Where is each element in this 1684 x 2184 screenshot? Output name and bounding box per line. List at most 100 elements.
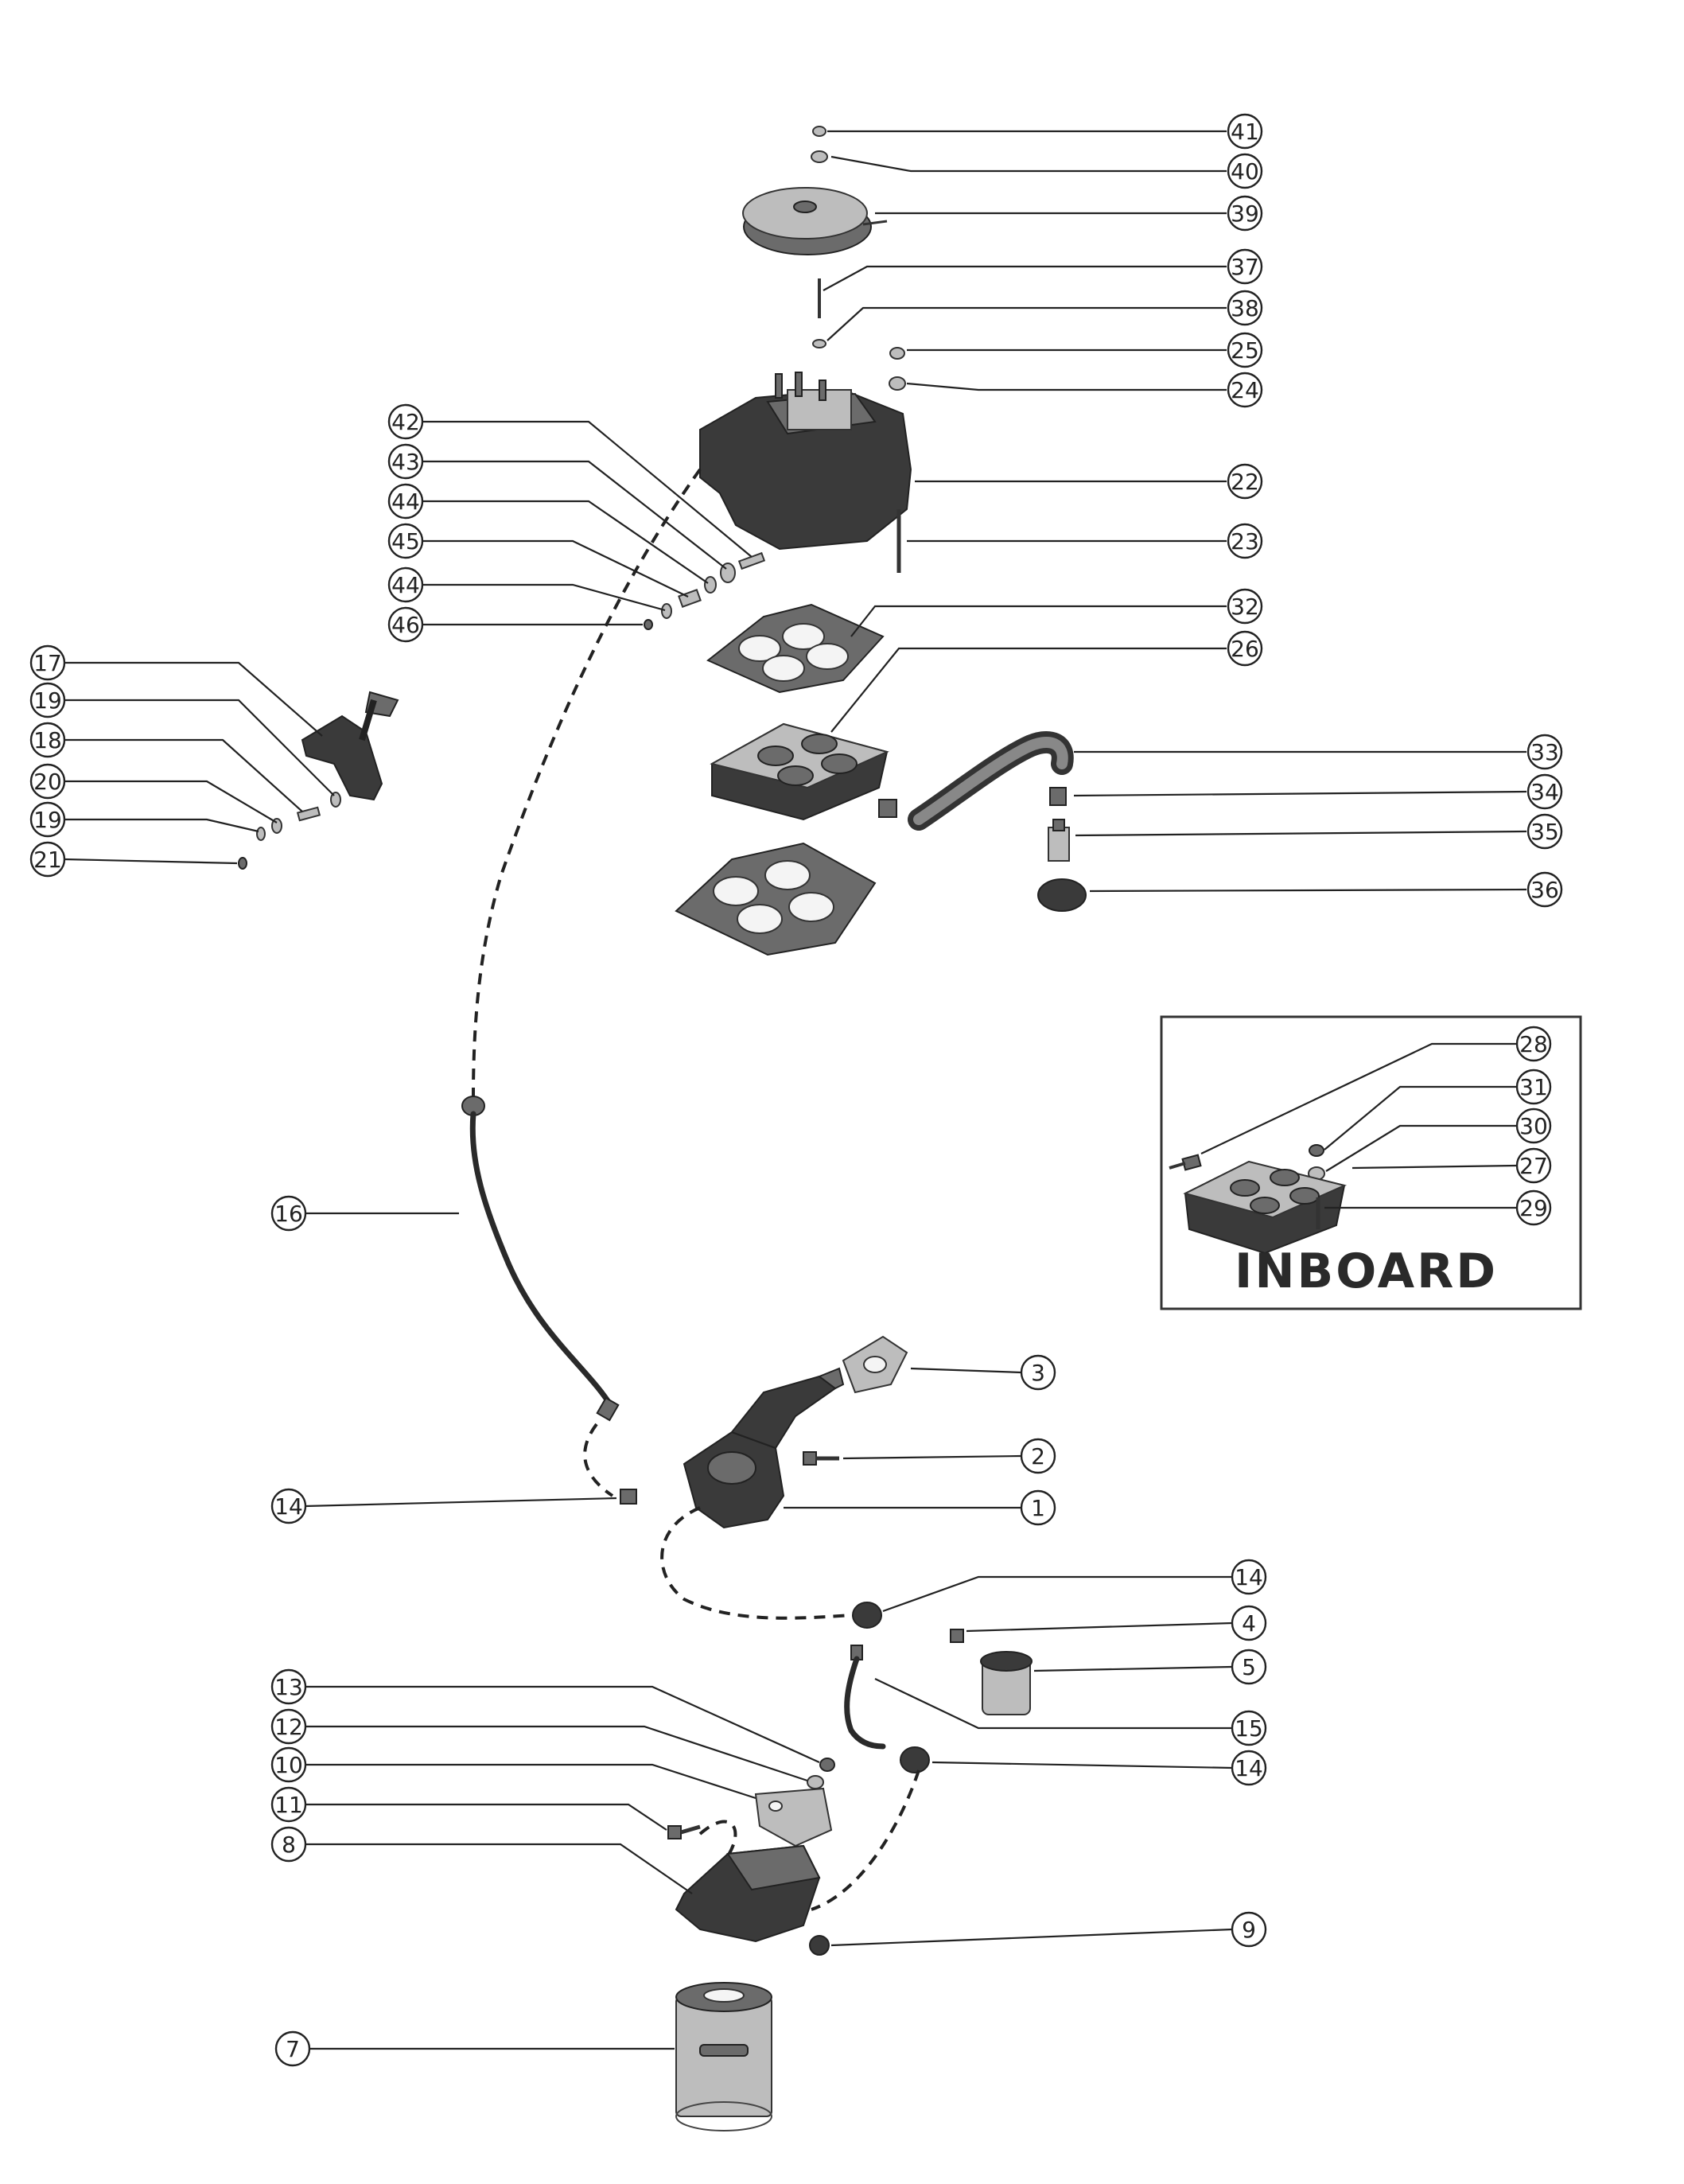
part-35-valve	[1048, 819, 1070, 862]
callout-bubble	[29, 722, 66, 758]
leader-line	[842, 1454, 1022, 1460]
callout-bubble	[1020, 1354, 1056, 1391]
part-7-filter-element	[675, 1982, 772, 2131]
callout-bubble	[1515, 1108, 1552, 1144]
callout-bubble	[1227, 588, 1263, 625]
callout-bubble	[29, 644, 66, 681]
callout-bubble	[270, 1708, 307, 1745]
callout-44: 44	[387, 483, 709, 584]
callout-number: 2	[1031, 1443, 1045, 1470]
part-24-washer	[889, 376, 906, 391]
callout-number: 18	[33, 727, 62, 753]
callout-number: 26	[1231, 636, 1259, 662]
callout-bubble	[270, 1488, 307, 1524]
part-10-bracket	[754, 1787, 833, 1847]
callout-number: 8	[282, 1832, 296, 1858]
callout-bubble	[1526, 813, 1563, 850]
callout-18: 18	[29, 722, 303, 812]
callout-bubble	[29, 801, 66, 838]
leader-line	[64, 858, 238, 865]
callout-number: 31	[1519, 1074, 1548, 1100]
callout-bubble	[1227, 463, 1263, 500]
callout-number: 42	[391, 409, 420, 435]
callout-bubble	[1227, 248, 1263, 285]
leader-line	[966, 1621, 1233, 1633]
callout-4: 4	[966, 1605, 1267, 1641]
callout-42: 42	[387, 403, 753, 558]
callout-number: 16	[274, 1201, 303, 1227]
callout-10: 10	[270, 1746, 756, 1800]
part-25-nut	[889, 347, 905, 360]
callout-number: 5	[1242, 1654, 1256, 1680]
callout-bubble	[387, 483, 424, 520]
inboard-label: INBOARD	[1235, 1244, 1498, 1299]
leader-line	[305, 1685, 820, 1764]
callout-28: 28	[1200, 1026, 1552, 1154]
callout-layer: 4140393738252422233226333435364243444544…	[29, 113, 1563, 2067]
callout-bubble	[387, 443, 424, 480]
callout-number: 7	[286, 2036, 300, 2062]
callout-40: 40	[830, 153, 1263, 189]
callout-number: 19	[33, 687, 62, 714]
callout-bubble	[274, 2030, 311, 2067]
part-11-bolt	[667, 1824, 701, 1839]
callout-number: 12	[274, 1714, 303, 1740]
callout-number: 33	[1530, 739, 1559, 765]
inset-part-27-spacer	[1183, 1160, 1348, 1255]
callout-7: 7	[274, 2030, 675, 2067]
part-1-fuel-pump	[683, 1367, 845, 1529]
leader-line	[305, 1725, 808, 1782]
callout-number: 10	[274, 1752, 303, 1778]
part-39-air-cleaner	[742, 187, 888, 255]
callout-bubble	[270, 1746, 307, 1783]
leader-line	[305, 1843, 693, 1894]
callout-number: 19	[33, 807, 62, 833]
callout-29: 29	[1324, 1189, 1552, 1226]
part-38-washer	[812, 339, 826, 348]
leader-line	[910, 1367, 1022, 1374]
callout-number: 28	[1519, 1031, 1548, 1057]
leader-line	[422, 420, 753, 558]
callout-bubble	[29, 841, 66, 878]
leader-line	[305, 1497, 617, 1508]
leader-line	[64, 699, 335, 796]
callout-number: 39	[1231, 200, 1259, 227]
callout-25: 25	[907, 332, 1263, 368]
callout-number: 11	[274, 1792, 303, 1818]
callout-11: 11	[270, 1786, 667, 1831]
callout-bubble	[387, 606, 424, 643]
leader-line	[850, 605, 1227, 637]
callout-bubble	[1231, 1750, 1267, 1786]
callout-26: 26	[830, 630, 1263, 733]
callout-bubble	[1020, 1489, 1056, 1526]
callout-number: 37	[1231, 254, 1259, 280]
callout-bubble	[387, 566, 424, 603]
callout-number: 22	[1231, 469, 1259, 495]
callout-bubble	[1515, 1189, 1552, 1226]
callout-2: 2	[842, 1438, 1056, 1474]
callout-13: 13	[270, 1668, 820, 1764]
part-34-fitting	[1049, 787, 1067, 806]
part-40-washer	[811, 150, 828, 163]
inset-part-28-screw	[1169, 1154, 1202, 1171]
part-lower-gasket	[675, 842, 877, 956]
callout-number: 29	[1519, 1195, 1548, 1221]
leader-line	[874, 1678, 1232, 1730]
callout-1: 1	[784, 1489, 1056, 1526]
callout-33: 33	[1074, 734, 1563, 770]
leader-line	[1324, 1085, 1517, 1150]
callout-number: 4	[1242, 1610, 1256, 1637]
leader-line	[422, 539, 689, 598]
part-41-nut	[812, 126, 826, 137]
callout-number: 14	[1235, 1755, 1263, 1781]
callout-bubble	[1227, 290, 1263, 326]
leader-line	[823, 265, 1227, 291]
callout-bubble	[1231, 1559, 1267, 1595]
leader-line	[64, 661, 323, 737]
callout-bubble	[270, 1668, 307, 1705]
callout-bubble	[1227, 113, 1263, 150]
callout-bubble	[387, 403, 424, 440]
callout-38: 38	[826, 290, 1263, 341]
callout-number: 20	[33, 769, 62, 795]
leader-line	[1033, 1665, 1233, 1672]
